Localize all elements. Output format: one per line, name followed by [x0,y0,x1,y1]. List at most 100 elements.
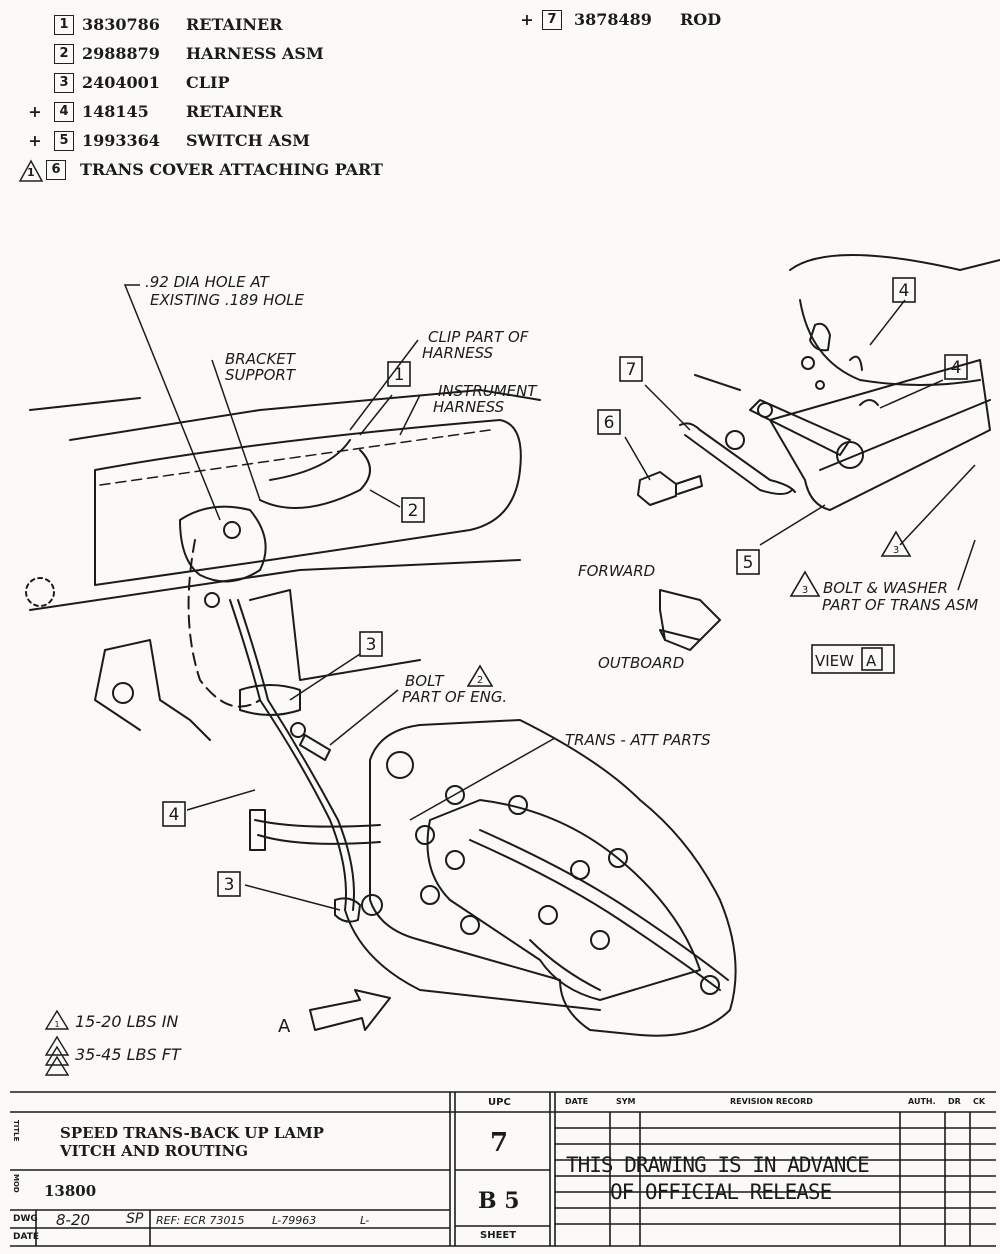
upc-value: 7 [490,1128,509,1158]
torque-note-number: 1 [54,1020,59,1029]
callout-box [401,497,425,523]
trans-bolt-icon [700,975,720,995]
title-block-grid [10,1091,996,1247]
leader-bolt-washer [957,539,976,591]
part-number: 148145 [82,102,149,121]
callout-number: 7 [626,360,637,380]
view-a-hole [815,380,825,390]
clip-lower-bolt [361,894,383,916]
dwg-date: 8-20 [56,1211,91,1229]
assembly-drawing: 1 2 3 4 3 4 4 7 6 5 3 3 2 .92 DIA HOLE A… [25,254,1000,1076]
view-label-box [811,644,895,674]
view-a-pin [757,402,773,418]
label-bolt-washer-line2: PART OF TRANS ASM [822,596,978,614]
label-trans-att: TRANS - ATT PARTS [565,731,711,749]
triangle-note-icon [44,1055,70,1076]
part-name: ROD [680,10,722,29]
part-name: RETAINER [186,102,283,121]
callout-number: 2 [408,501,419,521]
plus-marker: + [28,102,42,121]
harness-channel [99,429,491,486]
callout-box [597,409,621,435]
label-instrument-line2: HARNESS [433,398,505,416]
callout-box [359,631,383,657]
triangle-note-number: 3 [893,545,899,556]
leader-2 [369,489,401,508]
bracket-bolt-icon [223,521,241,539]
title-block: UPC DATE SYM REVISION RECORD AUTH. DR CK… [10,1090,996,1248]
trans-bolt-icon [445,850,465,870]
trans-bolt-icon [415,825,435,845]
callout-number: 3 [224,875,235,895]
model-number: 13800 [44,1182,97,1200]
trans-bolt-icon [508,795,528,815]
callout-box [217,871,241,897]
triangle-note-icon [18,159,44,182]
callout-box [892,277,916,303]
rev-date-header: DATE [565,1097,589,1106]
label-bracket-line2: SUPPORT [225,366,297,384]
label-bolt-line1: BOLT [405,672,445,690]
view-a-arrow-icon [309,989,391,1031]
callout-number: 6 [604,413,615,433]
callout-box [944,354,968,380]
triangle-note-icon [466,664,494,687]
triangle-note-number: 2 [477,675,483,686]
part-number-box: 5 [54,131,74,151]
tunnel-line [249,589,421,681]
view-a-rod-2 [684,434,793,495]
forward-outboard-arrow-icon [659,589,721,641]
part-name: HARNESS ASM [186,44,324,63]
leader-view-5 [759,504,826,546]
upc-label: UPC [488,1097,511,1108]
trans-bolt-icon [460,915,480,935]
advance-release-stamp-1: THIS DRAWING IS IN ADVANCE [566,1153,870,1177]
view-a-washer [725,430,745,450]
part-number-box: 7 [542,10,562,30]
label-bracket-line1: BRACKET [225,350,297,368]
label-forward: FORWARD [578,562,655,580]
leader-view-4b [879,379,944,409]
leader-bolt [329,689,399,746]
leader-instrument [399,394,421,436]
trans-bolt-icon [538,905,558,925]
callout-number: 1 [394,365,405,385]
torque-note-1: 15-20 LBS IN [75,1012,178,1031]
ref-blank: L- [360,1214,370,1227]
part-number: 2404001 [82,73,160,92]
view-a-body-curve [799,299,981,386]
title-line-2: VITCH AND ROUTING [60,1142,249,1160]
bracket-nut-icon [204,592,220,608]
callout-box [162,801,186,827]
triangle-note-icon [789,570,821,597]
forward-arrow-edge [664,639,701,651]
leader-view-7 [644,384,691,431]
callout-number: 4 [169,805,180,825]
part-number-box: 2 [54,44,74,64]
drafter-initials: SP [126,1211,144,1227]
group-number: B 5 [478,1188,520,1214]
shift-rods [469,829,729,991]
clip-washer-icon [290,722,306,738]
rev-ck-header: CK [973,1097,986,1106]
clip-upper-icon [239,684,301,716]
part-number: 3878489 [574,10,652,29]
part-number: 1993364 [82,131,160,150]
trans-bolt-icon [608,848,628,868]
ref-number: L-79963 [272,1214,317,1227]
trans-bolt-icon [420,885,440,905]
triangle-note-icon [44,1009,70,1030]
label-clip-line2: HARNESS [422,344,494,362]
plus-marker: + [28,131,42,150]
transmission-case [369,719,737,1037]
label-bolt-washer-line1: BOLT & WASHER [823,579,948,597]
callout-number: 5 [743,553,754,573]
view-a-rod [679,422,796,493]
callout-box [736,549,760,575]
callout-number: 3 [366,635,377,655]
leader-3-lower [244,884,341,911]
view-a-clip-2 [849,355,863,371]
rod-retainer [249,809,266,851]
leader-3-upper [289,653,361,701]
title-line-1: SPEED TRANS-BACK UP LAMP [60,1124,324,1142]
